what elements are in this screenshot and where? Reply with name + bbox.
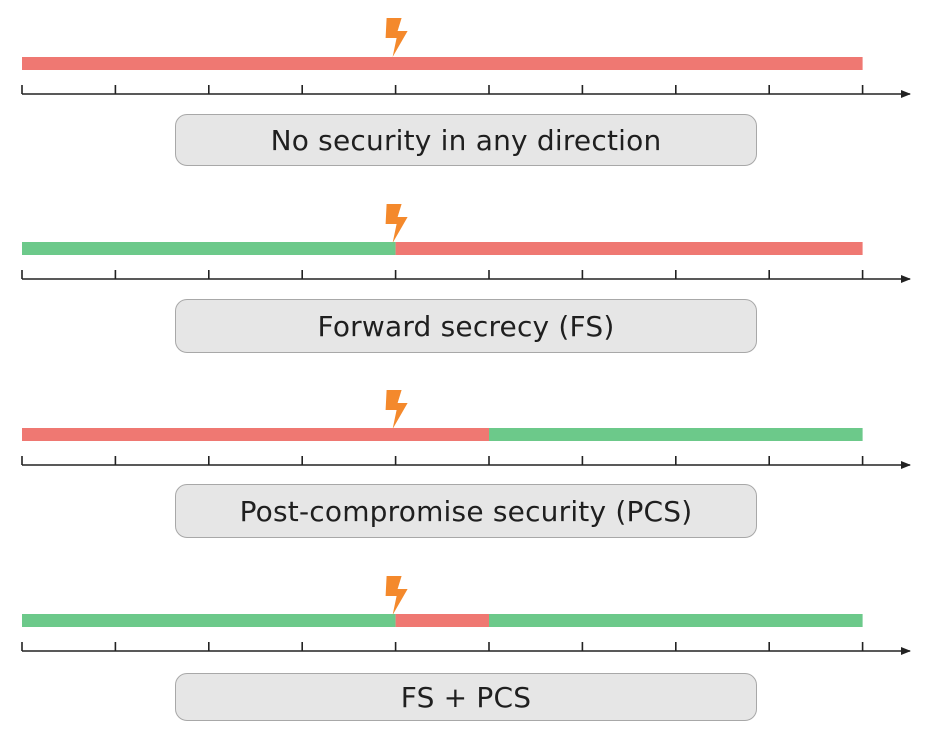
scenario-timeline xyxy=(21,204,911,283)
lightning-bolt-icon xyxy=(385,390,408,429)
scenario-label-box: Post-compromise security (PCS) xyxy=(175,484,757,538)
secure-segment xyxy=(22,614,396,627)
insecure-segment xyxy=(395,242,863,255)
insecure-segment xyxy=(22,428,489,441)
scenario-label: Post-compromise security (PCS) xyxy=(239,494,693,528)
secure-segment xyxy=(489,428,863,441)
scenario-label-box: FS + PCS xyxy=(175,673,757,721)
scenario-timeline xyxy=(21,390,911,469)
scenario-timeline xyxy=(21,18,911,98)
scenario-label-box: No security in any direction xyxy=(175,114,757,166)
scenario-label: Forward secrecy (FS) xyxy=(317,309,615,343)
lightning-bolt-icon xyxy=(385,576,408,615)
scenario-label: No security in any direction xyxy=(270,123,662,157)
insecure-segment xyxy=(395,614,489,627)
lightning-bolt-icon xyxy=(385,204,408,243)
secure-segment xyxy=(22,242,396,255)
scenario-timeline xyxy=(21,576,911,655)
scenario-label: FS + PCS xyxy=(400,680,532,714)
scenario-label-box: Forward secrecy (FS) xyxy=(175,299,757,353)
lightning-bolt-icon xyxy=(385,18,408,57)
insecure-segment xyxy=(22,57,863,70)
secure-segment xyxy=(489,614,863,627)
